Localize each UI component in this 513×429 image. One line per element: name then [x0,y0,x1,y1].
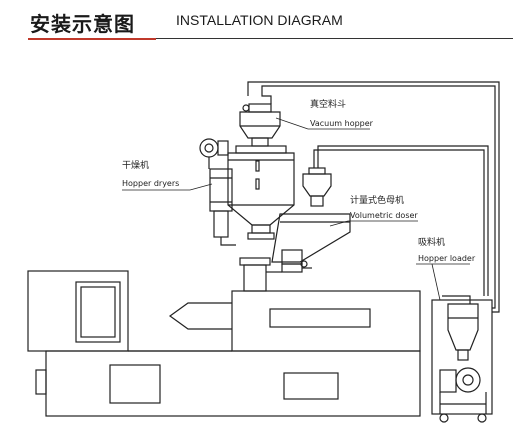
hopper-dryers-label-en: Hopper dryers [122,179,179,188]
vacuum-hopper [239,90,281,147]
hopper-loader-label-en: Hopper loader [418,254,476,263]
hopper-dryers-label-cn: 干燥机 [122,159,149,171]
title-accent-rule [28,38,156,40]
page-title-en: INSTALLATION DIAGRAM [176,12,343,28]
conveying-pipes [247,81,500,313]
installation-diagram: 真空料斗 Vacuum hopper 干燥机 Hopper dryers 计量式… [27,81,500,423]
page-title-cn: 安装示意图 [30,12,135,36]
title-divider-rule [156,38,513,39]
header: 安装示意图 INSTALLATION DIAGRAM [0,0,513,48]
vacuum-hopper-label-en: Vacuum hopper [310,119,374,128]
hopper-loader [431,295,493,423]
hopper-dryer [199,138,295,246]
leader-lines [122,117,470,301]
injection-molding-machine [27,257,421,417]
volumetric-doser-label-cn: 计量式色母机 [350,194,404,206]
hopper-loader-label-cn: 吸料机 [418,236,445,248]
volumetric-doser [266,167,351,273]
vacuum-hopper-label-cn: 真空料斗 [310,98,346,110]
volumetric-doser-label-en: Volumetric doser [350,211,418,220]
